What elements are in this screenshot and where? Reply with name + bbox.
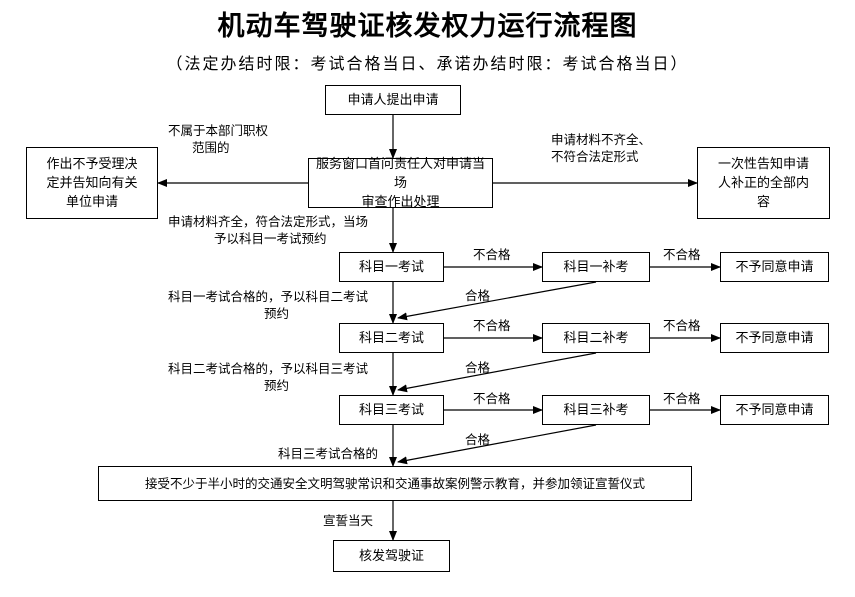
node-deny2-text: 不予同意申请: [735, 330, 814, 346]
node-notify-line: 人补正的全部内: [717, 175, 809, 191]
label-line: 申请材料不齐全、: [551, 132, 652, 147]
node-issue: 核发驾驶证: [333, 540, 450, 572]
node-deny1: 不予同意申请: [720, 252, 829, 282]
label-pass-retest2: 合格: [465, 360, 491, 375]
label-incomplete: 申请材料不齐全、不符合法定形式: [551, 131, 651, 165]
node-exam1: 科目一考试: [339, 252, 444, 282]
node-deny3-text: 不予同意申请: [735, 402, 814, 418]
node-education: 接受不少于半小时的交通安全文明驾驶常识和交通事故案例警示教育，并参加领证宣誓仪式: [98, 466, 692, 501]
node-exam3: 科目三考试: [339, 395, 444, 425]
node-reject-line: 单位申请: [65, 194, 118, 210]
node-notify-supplement: 一次性告知申请人补正的全部内容: [697, 147, 830, 219]
label-line: 予以科目一考试预约: [214, 231, 327, 246]
node-reject-decision: 作出不予受理决定并告知向有关单位申请: [26, 147, 158, 219]
label-fail-exam3: 不合格: [473, 391, 511, 406]
node-review-text: 服务窗口首问责任人对申请当场审查作出处理: [313, 155, 488, 212]
node-retest1: 科目一补考: [542, 252, 650, 282]
label-line: 范围的: [192, 140, 230, 155]
arrow-retest1-to-exam2: [397, 281, 597, 321]
node-apply: 申请人提出申请: [325, 85, 461, 115]
node-exam1-text: 科目一考试: [358, 259, 424, 275]
node-review-line: 服务窗口首问责任人对申请当场: [315, 156, 485, 191]
page-title: 机动车驾驶证核发权力运行流程图: [217, 11, 638, 42]
node-retest2: 科目二补考: [542, 323, 650, 353]
node-issue-text: 核发驾驶证: [358, 548, 424, 564]
node-review: 服务窗口首问责任人对申请当场审查作出处理: [308, 157, 493, 210]
node-notify-line: 一次性告知申请: [717, 156, 809, 172]
label-oath-day: 宣誓当天: [323, 513, 374, 528]
node-deny2: 不予同意申请: [720, 323, 829, 353]
label-fail-exam1: 不合格: [473, 247, 511, 262]
node-exam2-text: 科目二考试: [358, 330, 424, 346]
node-retest2-text: 科目二补考: [563, 330, 629, 346]
node-notify-text: 一次性告知申请人补正的全部内容: [718, 155, 809, 212]
label-line: 申请材料齐全，符合法定形式，当场: [168, 214, 369, 229]
node-notify-line: 容: [756, 194, 770, 210]
label-pass3: 科目三考试合格的: [278, 446, 379, 461]
node-deny1-text: 不予同意申请: [735, 259, 814, 275]
label-fail-retest1: 不合格: [663, 247, 701, 262]
node-exam2: 科目二考试: [339, 323, 444, 353]
node-reject-text: 作出不予受理决定并告知向有关单位申请: [46, 155, 137, 212]
label-line: 预约: [264, 378, 290, 393]
node-apply-text: 申请人提出申请: [347, 92, 439, 108]
label-pass1: 科目一考试合格的，予以科目二考试预约: [168, 288, 368, 322]
node-review-line: 审查作出处理: [361, 194, 440, 210]
label-line: 预约: [264, 306, 290, 321]
label-fail-retest2: 不合格: [663, 318, 701, 333]
node-deny3: 不予同意申请: [720, 395, 829, 425]
page-subtitle: （法定办结时限：考试合格当日、承诺办结时限：考试合格当日）: [166, 54, 689, 73]
node-reject-line: 定并告知向有关: [46, 175, 138, 191]
node-exam3-text: 科目三考试: [358, 402, 424, 418]
arrow-retest3-to-education: [397, 424, 597, 465]
arrow-retest2-to-exam3: [397, 352, 597, 393]
label-line: 科目一考试合格的，予以科目二考试: [168, 289, 369, 304]
label-line: 科目二考试合格的，予以科目三考试: [168, 361, 369, 376]
label-fail-retest3: 不合格: [663, 391, 701, 406]
label-pass-retest1: 合格: [465, 288, 491, 303]
node-reject-line: 作出不予受理决: [46, 156, 138, 172]
label-not-in-scope: 不属于本部门职权范围的: [168, 122, 268, 156]
label-complete: 申请材料齐全，符合法定形式，当场予以科目一考试预约: [168, 213, 368, 247]
node-retest1-text: 科目一补考: [563, 259, 629, 275]
node-education-text: 接受不少于半小时的交通安全文明驾驶常识和交通事故案例警示教育，并参加领证宣誓仪式: [144, 476, 645, 491]
label-line: 不属于本部门职权: [168, 123, 269, 138]
label-fail-exam2: 不合格: [473, 318, 511, 333]
label-pass2: 科目二考试合格的，予以科目三考试预约: [168, 360, 368, 394]
label-pass-retest3: 合格: [465, 432, 491, 447]
label-line: 不符合法定形式: [551, 149, 639, 164]
node-retest3-text: 科目三补考: [563, 402, 629, 418]
node-retest3: 科目三补考: [542, 395, 650, 425]
